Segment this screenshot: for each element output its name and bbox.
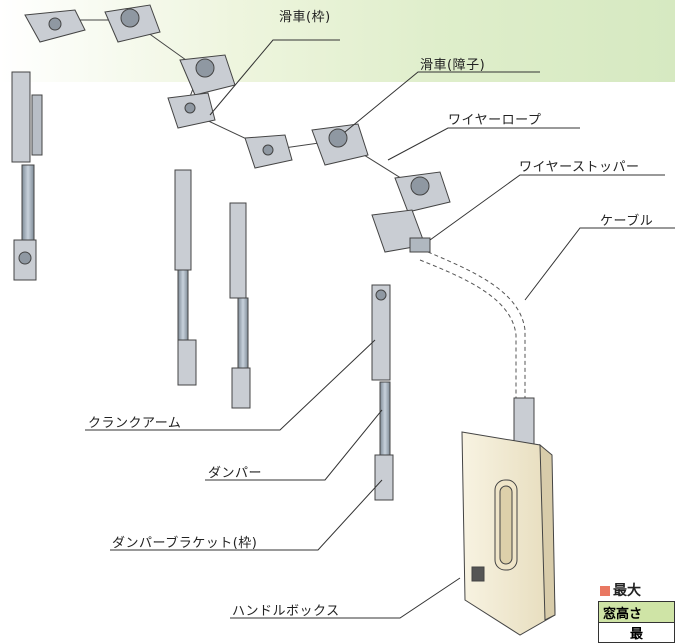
label-cable: ケーブル [600, 214, 654, 229]
label-crank-arm: クランクアーム [88, 416, 182, 431]
leader-lines [85, 39, 675, 619]
damper-assembly-front [371, 284, 394, 501]
cable-collar [513, 397, 535, 449]
pulley-sash-2 [311, 123, 369, 166]
damper-assembly-left [11, 71, 43, 281]
damper-assembly-mid-1 [174, 169, 197, 386]
table-sub-cell: 最 [598, 622, 675, 643]
label-damper: ダンパー [208, 466, 263, 481]
label-handle-box: ハンドルボックス [232, 604, 340, 619]
handle-box [461, 431, 556, 636]
damper-assembly-mid-2 [229, 202, 251, 409]
title-square-icon [600, 586, 610, 596]
pulley-sash-1 [179, 54, 236, 96]
label-pulley-sash: 滑車(障子) [420, 58, 486, 73]
pulley-bracket-3 [244, 134, 293, 169]
pulley-sash-3 [394, 171, 451, 213]
cable-line [427, 251, 526, 400]
pulley-frame-1 [104, 4, 161, 43]
label-pulley-frame: 滑車(枠) [279, 10, 331, 25]
wire-rope-line [40, 19, 421, 231]
wire-stopper [371, 209, 431, 253]
table-header-cell: 窓高さ [598, 601, 675, 623]
spec-table: 窓高さ 最 [598, 601, 675, 643]
label-wire-rope: ワイヤーロープ [448, 113, 542, 128]
label-damper-bracket: ダンパーブラケット(枠) [112, 536, 258, 551]
table-title: 最大 [600, 580, 641, 600]
pulley-bracket-1 [24, 9, 86, 43]
pulley-bracket-2 [167, 92, 216, 129]
label-wire-stopper: ワイヤーストッパー [519, 160, 640, 175]
